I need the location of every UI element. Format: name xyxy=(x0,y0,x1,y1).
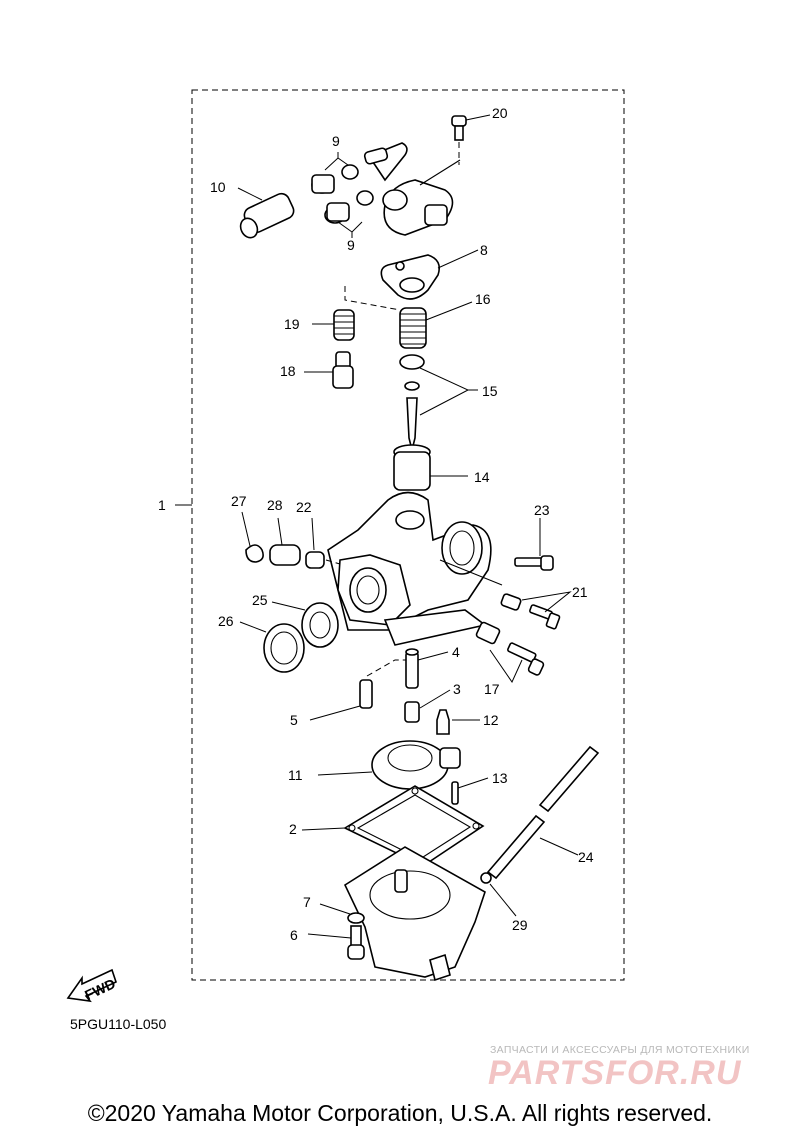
part-26-ring xyxy=(239,621,305,673)
callout-25: 25 xyxy=(252,592,268,608)
copyright-notice: ©2020 Yamaha Motor Corporation, U.S.A. A… xyxy=(87,1100,713,1126)
float-chamber xyxy=(343,846,486,982)
callout-19: 19 xyxy=(284,316,300,332)
callout-29: 29 xyxy=(512,917,528,933)
callout-22: 22 xyxy=(296,499,312,515)
part-18-plunger xyxy=(304,351,354,389)
part-23-screw xyxy=(514,518,554,571)
callout-18: 18 xyxy=(280,363,296,379)
part-14-throttle-valve xyxy=(393,444,468,491)
part-5-pilot-jet xyxy=(309,679,373,721)
part-28-plug xyxy=(269,517,301,566)
part-20-screw xyxy=(451,114,491,165)
callout-3: 3 xyxy=(453,681,461,697)
callout-8: 8 xyxy=(480,242,488,258)
part-starter-cover xyxy=(363,142,461,236)
part-10-sleeve xyxy=(237,187,295,239)
callout-28: 28 xyxy=(267,497,283,513)
assembly-boundary xyxy=(191,89,625,981)
part-6-screw xyxy=(307,925,365,960)
part-24-hose xyxy=(486,745,600,880)
callout-5: 5 xyxy=(290,712,298,728)
callout-27: 27 xyxy=(231,493,247,509)
part-17-throttle-screw xyxy=(475,621,545,684)
callout-6: 6 xyxy=(290,927,298,943)
callout-10: 10 xyxy=(210,179,226,195)
callout-17: 17 xyxy=(484,681,500,697)
part-15-needle xyxy=(399,354,478,451)
callout-24: 24 xyxy=(578,849,594,865)
diagram-code: 5PGU110-L050 xyxy=(70,1016,167,1032)
callout-9-bottom: 9 xyxy=(347,237,355,253)
callout-20: 20 xyxy=(492,105,508,121)
callout-1: 1 xyxy=(158,497,166,513)
watermark-logo: PARTSFOR.RU xyxy=(488,1054,742,1092)
part-27-clip xyxy=(241,511,264,563)
callout-12: 12 xyxy=(483,712,499,728)
callout-21: 21 xyxy=(572,584,588,600)
part-19-spring xyxy=(312,286,401,341)
part-25-ring xyxy=(271,601,339,648)
callout-4: 4 xyxy=(452,644,460,660)
part-21-pilot-screw xyxy=(500,591,572,630)
callout-16: 16 xyxy=(475,291,491,307)
watermark-tagline: ЗАПЧАСТИ И АКСЕССУАРЫ ДЛЯ МОТОТЕХНИКИ xyxy=(490,1044,750,1056)
callout-23: 23 xyxy=(534,502,550,518)
callout-15: 15 xyxy=(482,383,498,399)
callout-11: 11 xyxy=(288,767,303,783)
part-8-plate xyxy=(380,249,479,300)
callout-14: 14 xyxy=(474,469,490,485)
part-4-needle-jet xyxy=(366,648,449,689)
callout-7: 7 xyxy=(303,894,311,910)
fwd-arrow-icon: FWD xyxy=(66,968,118,1003)
part-9-caps xyxy=(311,152,374,238)
fwd-label: FWD xyxy=(82,975,118,1003)
part-13-pin xyxy=(451,777,489,805)
part-11-float xyxy=(317,740,461,790)
callout-9-top: 9 xyxy=(332,133,340,149)
part-22-cap xyxy=(305,517,341,569)
part-16-spring xyxy=(399,301,473,349)
part-29-clip xyxy=(480,872,517,917)
callout-2: 2 xyxy=(289,821,297,837)
part-7-washer xyxy=(319,903,365,924)
carburetor-body xyxy=(327,491,503,646)
part-3-main-jet xyxy=(404,689,451,723)
callout-26: 26 xyxy=(218,613,234,629)
callout-13: 13 xyxy=(492,770,508,786)
part-12-float-valve xyxy=(436,709,480,735)
